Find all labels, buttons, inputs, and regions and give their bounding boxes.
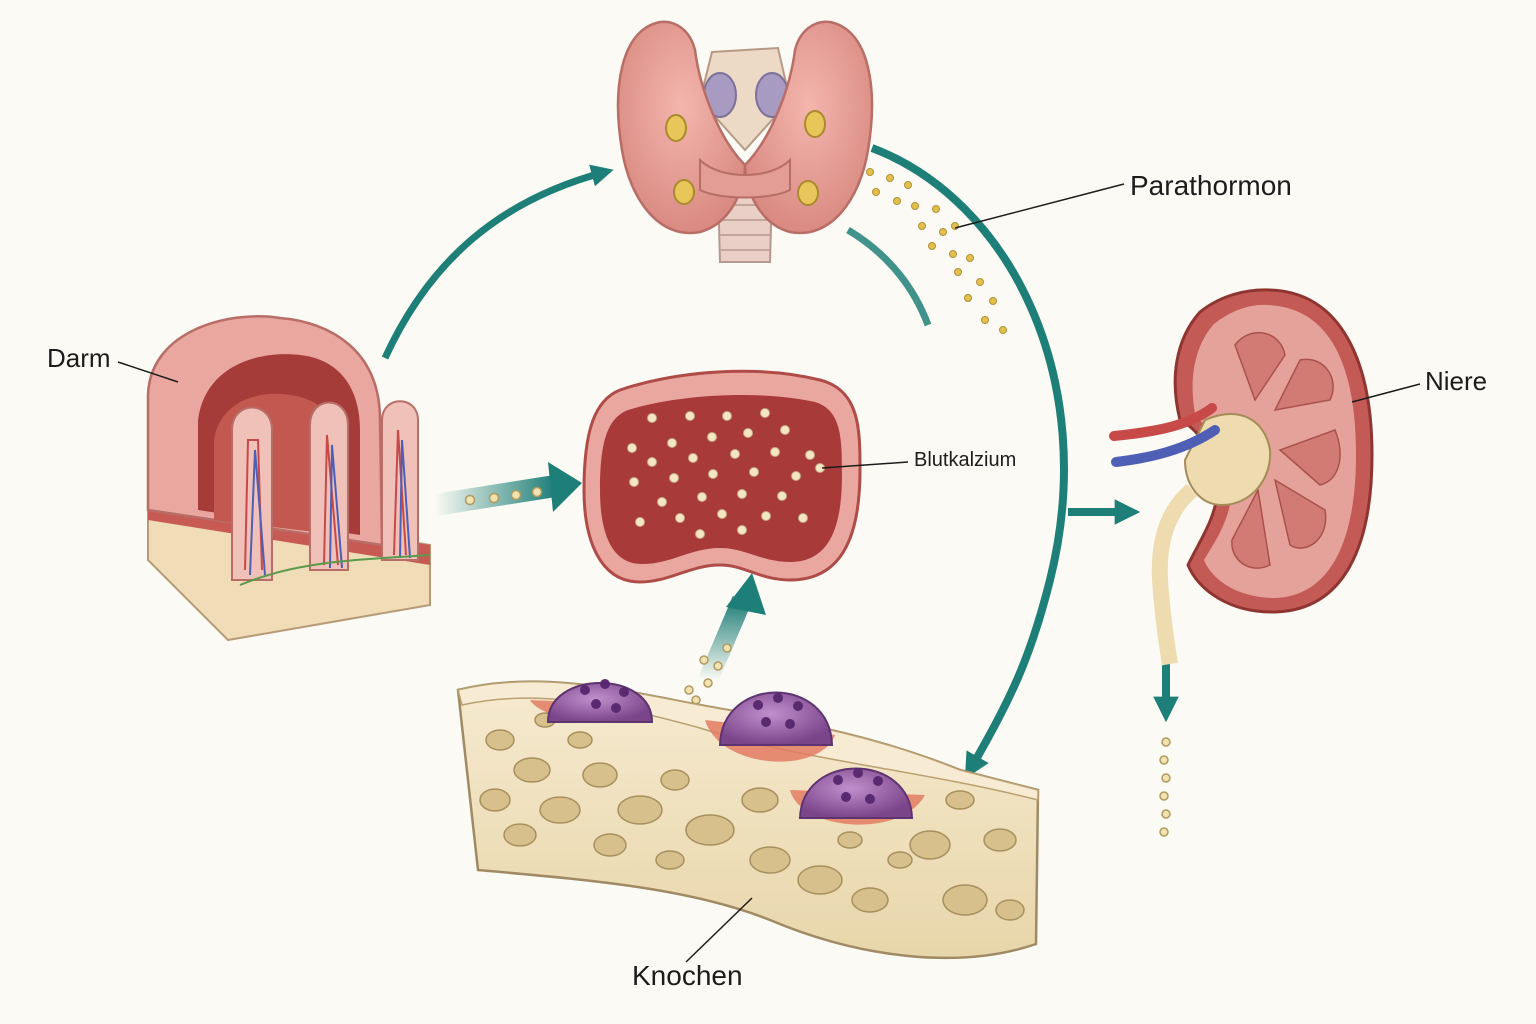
label-knochen: Knochen bbox=[632, 960, 743, 991]
leader-knochen bbox=[685, 897, 753, 963]
parathyroid-nodules bbox=[665, 110, 826, 206]
thyroid-isthmus bbox=[699, 157, 791, 199]
ureter bbox=[1151, 483, 1198, 666]
blood-calcium-dots bbox=[627, 408, 825, 539]
parathormon-particles bbox=[866, 168, 1007, 334]
arrow-parathyroid-feedback bbox=[846, 226, 932, 327]
osteoclast-1 bbox=[546, 679, 654, 723]
arrow-darm-to-parathyroid bbox=[381, 164, 614, 360]
vessel-lumen bbox=[600, 395, 842, 564]
arrow-darm-to-blutkalzium-head bbox=[548, 462, 582, 512]
leader-blutkalzium bbox=[821, 461, 909, 469]
gut-calcium-dots bbox=[464, 486, 543, 506]
knochen-illustration bbox=[456, 679, 1040, 960]
darm-illustration bbox=[146, 315, 431, 642]
label-niere: Niere bbox=[1425, 366, 1488, 396]
label-parathormon: Parathormon bbox=[1130, 170, 1292, 201]
bone-pores bbox=[479, 712, 1025, 921]
niere-illustration bbox=[1109, 288, 1374, 666]
villi-vessels bbox=[239, 429, 431, 586]
arrow-knochen-to-blutkalzium bbox=[698, 596, 752, 684]
label-darm: Darm bbox=[47, 343, 111, 373]
label-blutkalzium: Blutkalzium bbox=[914, 449, 1017, 471]
kidney-pyramids bbox=[1231, 331, 1341, 569]
renal-artery bbox=[1109, 403, 1217, 441]
arrow-knochen-to-blutkalzium-head bbox=[726, 573, 766, 615]
blood-vessel bbox=[582, 369, 862, 584]
leader-niere bbox=[1351, 383, 1421, 403]
leader-parathormon bbox=[954, 183, 1125, 229]
renal-vein bbox=[1111, 425, 1220, 467]
leader-darm bbox=[117, 361, 179, 383]
osteoclast-2 bbox=[718, 691, 834, 746]
osteoclast-3 bbox=[798, 767, 914, 819]
parathyroid-gland bbox=[616, 20, 874, 263]
arrow-parathyroid-to-knochen bbox=[870, 144, 1068, 779]
urine-calcium-dots bbox=[1159, 737, 1171, 837]
